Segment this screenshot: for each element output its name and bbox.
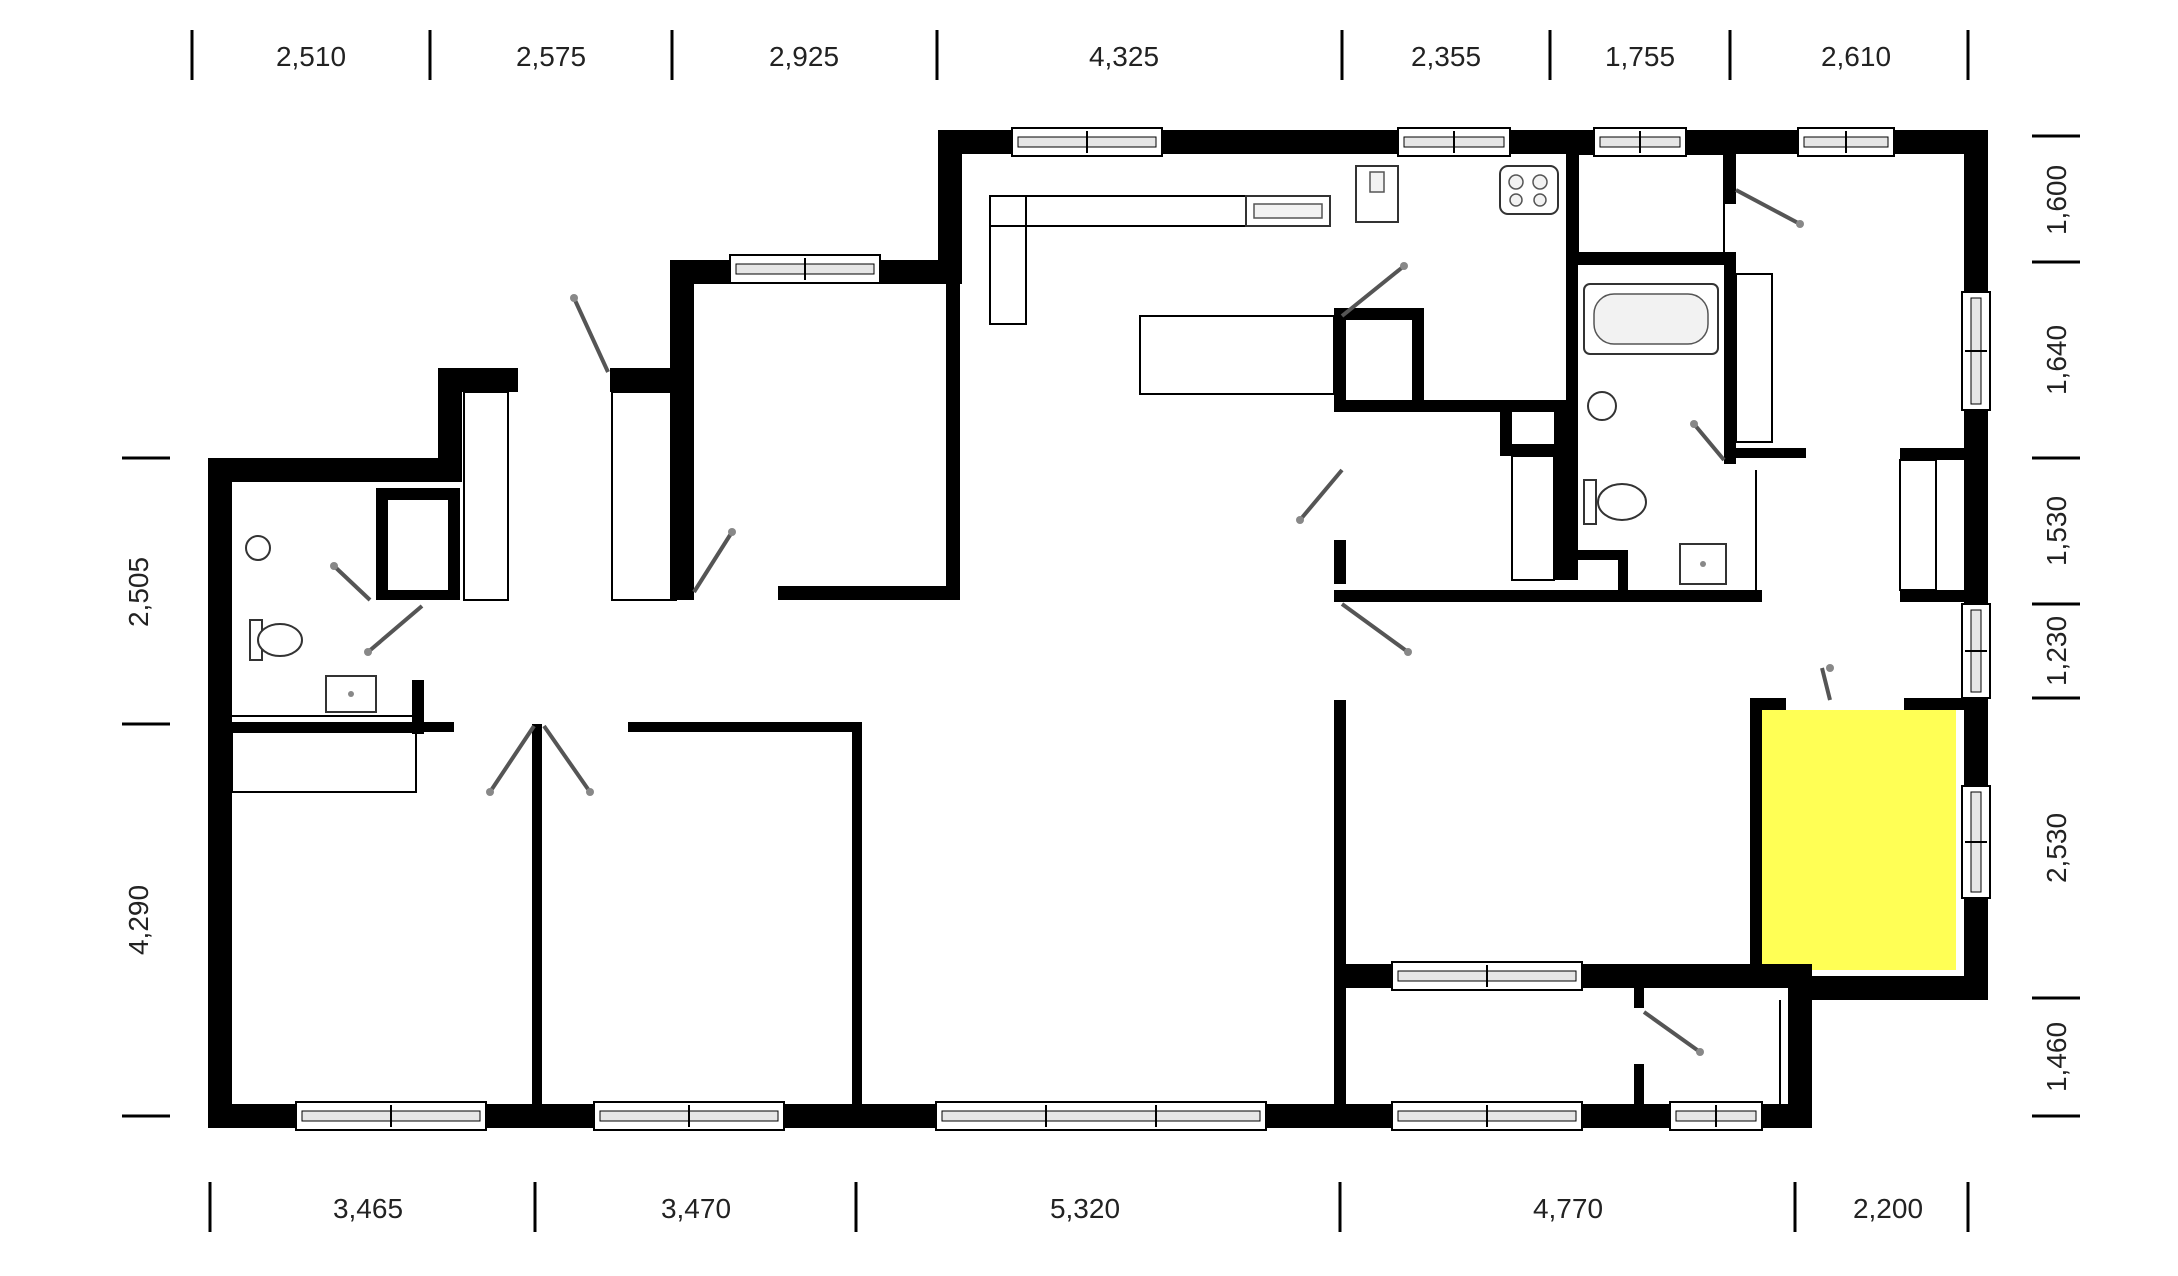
top-dimensions: 2,510 2,575 2,925 4,325 2,355 1,755 2,61… — [190, 30, 1970, 80]
doors — [330, 188, 1834, 1056]
window-interior-1 — [1391, 961, 1583, 991]
stove-icon — [1499, 165, 1559, 215]
left-dimensions: 2,505 4,290 — [122, 456, 170, 1118]
bathtub-icon — [1583, 283, 1719, 355]
dim-bottom-4: 4,770 — [1533, 1193, 1603, 1224]
window-top-2 — [1011, 127, 1163, 157]
window-right-1 — [1961, 291, 1991, 411]
window-bottom-2 — [593, 1101, 785, 1131]
dim-top-5: 2,355 — [1411, 41, 1481, 72]
shower-tray-bath-icon — [1679, 543, 1727, 585]
right-dimensions: 1,600 1,640 1,530 1,230 2,530 1,460 — [2032, 134, 2080, 1118]
window-bottom-3 — [935, 1101, 1267, 1131]
dim-bottom-1: 3,465 — [333, 1193, 403, 1224]
dim-top-4: 4,325 — [1089, 41, 1159, 72]
dim-right-6: 1,460 — [2041, 1022, 2072, 1092]
dim-right-4: 1,230 — [2041, 616, 2072, 686]
dim-top-3: 2,925 — [769, 41, 839, 72]
dim-right-3: 1,530 — [2041, 496, 2072, 566]
dim-right-1: 1,600 — [2041, 165, 2072, 235]
window-bottom-5 — [1669, 1101, 1763, 1131]
bottom-dimensions: 3,465 3,470 5,320 4,770 2,200 — [208, 1182, 1970, 1232]
toilet-left-icon — [245, 535, 303, 661]
window-right-2 — [1961, 603, 1991, 699]
kitchen-counter-icon — [1245, 195, 1331, 227]
bath-sink-icon — [1587, 391, 1617, 421]
dim-right-5: 2,530 — [2041, 813, 2072, 883]
fixtures — [245, 165, 1727, 713]
dim-top-1: 2,510 — [276, 41, 346, 72]
dim-bottom-2: 3,470 — [661, 1193, 731, 1224]
highlighted-room — [1762, 710, 1956, 970]
dim-top-2: 2,575 — [516, 41, 586, 72]
toilet-bath-icon — [1583, 479, 1647, 525]
dim-bottom-5: 2,200 — [1853, 1193, 1923, 1224]
dim-right-2: 1,640 — [2041, 325, 2072, 395]
shower-tray-left-icon — [325, 675, 377, 713]
dim-left-2: 4,290 — [123, 885, 154, 955]
fridge-icon — [1355, 165, 1399, 223]
windows — [295, 127, 1991, 1131]
window-top-1 — [729, 254, 881, 284]
window-top-4 — [1593, 127, 1687, 157]
dim-top-6: 1,755 — [1605, 41, 1675, 72]
dim-left-1: 2,505 — [123, 557, 154, 627]
window-right-3 — [1961, 785, 1991, 899]
window-bottom-4 — [1391, 1101, 1583, 1131]
window-top-3 — [1397, 127, 1511, 157]
window-bottom-1 — [295, 1101, 487, 1131]
dim-top-7: 2,610 — [1821, 41, 1891, 72]
dim-bottom-3: 5,320 — [1050, 1193, 1120, 1224]
window-top-5 — [1797, 127, 1895, 157]
